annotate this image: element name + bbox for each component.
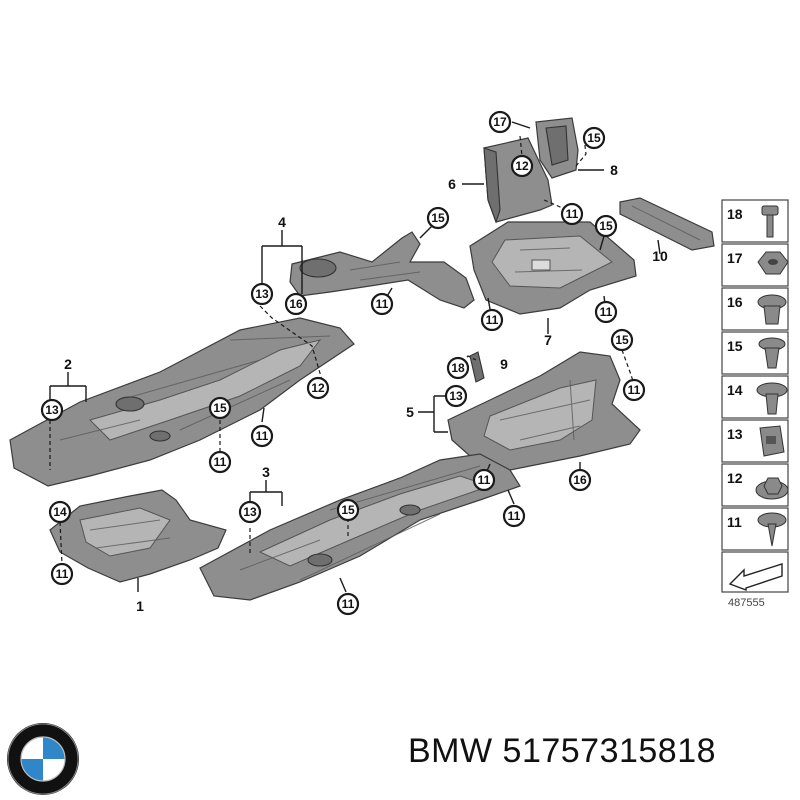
- bolt-icon: [761, 205, 779, 238]
- svg-text:17: 17: [493, 115, 507, 129]
- screw-icon: [757, 512, 787, 547]
- legend-num-13: 13: [727, 426, 743, 442]
- flange-nut-icon: [755, 477, 789, 500]
- callout-11: 11: [480, 308, 504, 332]
- svg-text:11: 11: [342, 597, 355, 611]
- callout-11: 11: [370, 292, 394, 316]
- svg-text:15: 15: [587, 131, 601, 145]
- part-label-3: 3: [262, 464, 270, 480]
- svg-text:16: 16: [289, 297, 303, 311]
- callout-15: 15: [336, 498, 360, 522]
- svg-text:15: 15: [431, 211, 445, 225]
- fastener-legend: 18 17 16 15 14: [721, 199, 789, 609]
- callout-11: 11: [472, 468, 496, 492]
- callout-11: 11: [560, 202, 584, 226]
- callout-17: 17: [488, 110, 512, 134]
- callout-18: 18: [446, 356, 470, 380]
- callout-11: 11: [50, 562, 74, 586]
- legend-num-18: 18: [727, 206, 743, 222]
- callout-15: 15: [582, 126, 606, 150]
- svg-text:11: 11: [566, 207, 579, 221]
- callout-11: 11: [502, 504, 526, 528]
- push-rivet-icon: [758, 337, 786, 369]
- svg-text:13: 13: [449, 389, 463, 403]
- svg-text:16: 16: [573, 473, 587, 487]
- svg-text:15: 15: [213, 401, 227, 415]
- clip-nut-icon: [759, 425, 785, 457]
- svg-text:11: 11: [628, 383, 641, 397]
- svg-text:18: 18: [451, 361, 465, 375]
- part-4-shape: [289, 231, 475, 309]
- part-label-5: 5: [406, 404, 414, 420]
- callout-15: 15: [208, 396, 232, 420]
- part-7-shape: [469, 221, 637, 315]
- svg-text:11: 11: [486, 313, 499, 327]
- svg-text:12: 12: [515, 159, 529, 173]
- hex-nut-icon: [757, 251, 789, 275]
- legend-num-14: 14: [727, 382, 743, 398]
- svg-text:15: 15: [615, 333, 629, 347]
- part-label-4: 4: [278, 214, 286, 230]
- part-1-shape: [49, 489, 227, 583]
- expanding-rivet-icon: [757, 294, 787, 325]
- callout-11: 11: [208, 450, 232, 474]
- svg-text:14: 14: [53, 505, 67, 519]
- callout-11: 11: [336, 592, 360, 616]
- bmw-logo: [7, 723, 79, 795]
- part-label-9: 9: [500, 356, 508, 372]
- callout-12: 12: [306, 376, 330, 400]
- callout-14: 14: [48, 500, 72, 524]
- legend-num-16: 16: [727, 294, 743, 310]
- callout-13: 13: [238, 500, 262, 524]
- part-label-8: 8: [610, 162, 618, 178]
- part-8-shape: [535, 117, 579, 179]
- svg-text:13: 13: [255, 287, 269, 301]
- callout-16: 16: [284, 292, 308, 316]
- svg-text:11: 11: [376, 297, 389, 311]
- svg-text:11: 11: [600, 305, 613, 319]
- part-label-10: 10: [652, 248, 668, 264]
- callout-11: 11: [594, 300, 618, 324]
- callout-11: 11: [622, 378, 646, 402]
- part-6-shape: [483, 137, 553, 224]
- part-label-6: 6: [448, 176, 456, 192]
- part-label-2: 2: [64, 356, 72, 372]
- legend-num-15: 15: [727, 338, 743, 354]
- svg-text:13: 13: [45, 403, 59, 417]
- callout-13: 13: [40, 398, 64, 422]
- svg-text:12: 12: [311, 381, 325, 395]
- clip-rivet-icon: [756, 382, 788, 415]
- svg-text:11: 11: [214, 455, 227, 469]
- svg-text:11: 11: [478, 473, 491, 487]
- svg-text:11: 11: [508, 509, 521, 523]
- part-2-shape: [9, 317, 355, 487]
- callout-15: 15: [426, 206, 450, 230]
- part-10-shape: [619, 197, 715, 251]
- svg-text:15: 15: [599, 219, 613, 233]
- legend-num-17: 17: [727, 250, 743, 266]
- callout-13: 13: [444, 384, 468, 408]
- legend-num-11: 11: [727, 514, 742, 530]
- callout-11: 11: [250, 424, 274, 448]
- brand-part-number: BMW 51757315818: [408, 732, 717, 770]
- svg-text:15: 15: [341, 503, 355, 517]
- legend-num-12: 12: [727, 470, 743, 486]
- svg-text:11: 11: [56, 567, 69, 581]
- part-5-shape: [447, 351, 641, 473]
- callout-15: 15: [594, 214, 618, 238]
- drawing-number: 487555: [728, 597, 765, 609]
- part-9-shape: [469, 351, 485, 383]
- svg-text:13: 13: [243, 505, 257, 519]
- callout-13: 13: [250, 282, 274, 306]
- svg-text:11: 11: [256, 429, 269, 443]
- direction-arrow-icon: [728, 563, 783, 592]
- callout-15: 15: [610, 328, 634, 352]
- part-label-1: 1: [136, 598, 144, 614]
- callout-16: 16: [568, 468, 592, 492]
- callout-12: 12: [510, 154, 534, 178]
- part-label-7: 7: [544, 332, 552, 348]
- part-3-shape: [199, 453, 521, 601]
